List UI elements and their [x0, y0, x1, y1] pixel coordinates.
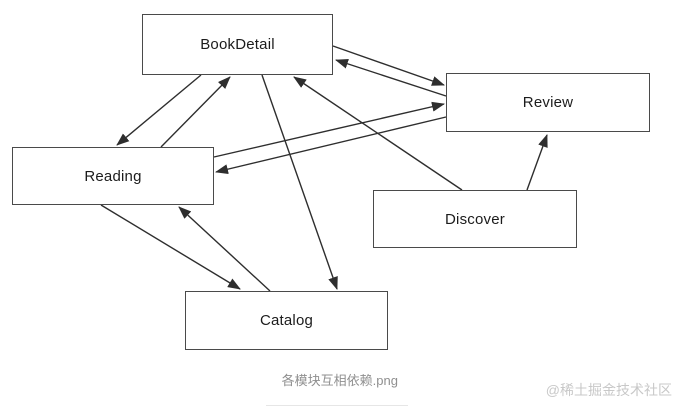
node-review: Review	[446, 73, 650, 132]
node-catalog: Catalog	[185, 291, 388, 350]
arrow-reading-to-review	[213, 101, 445, 158]
juejin-watermark: @稀土掘金技术社区	[545, 382, 672, 398]
arrow-discover-to-bookdetail	[293, 76, 463, 191]
arrow-bookdetail-to-review	[332, 45, 445, 86]
node-reading: Reading	[12, 147, 214, 205]
node-label-reading: Reading	[84, 167, 142, 185]
image-caption: 各模块互相依赖.png	[281, 373, 398, 388]
arrow-bookdetail-to-catalog	[261, 74, 338, 290]
node-label-review: Review	[522, 94, 574, 111]
node-bookdetail: BookDetail	[142, 14, 333, 75]
node-label-bookdetail: BookDetail	[200, 36, 275, 53]
arrow-reading-to-catalog	[100, 204, 241, 290]
content-divider-line	[266, 405, 408, 406]
arrow-discover-to-review	[526, 134, 548, 191]
arrow-review-to-reading	[215, 116, 447, 175]
node-discover: Discover	[373, 190, 577, 248]
arrow-reading-to-bookdetail	[160, 76, 231, 148]
arrow-catalog-to-reading	[178, 206, 271, 292]
node-label-catalog: Catalog	[259, 312, 314, 329]
arrow-review-to-bookdetail	[335, 58, 447, 97]
node-label-discover: Discover	[445, 210, 505, 228]
arrow-bookdetail-to-reading	[116, 74, 202, 146]
